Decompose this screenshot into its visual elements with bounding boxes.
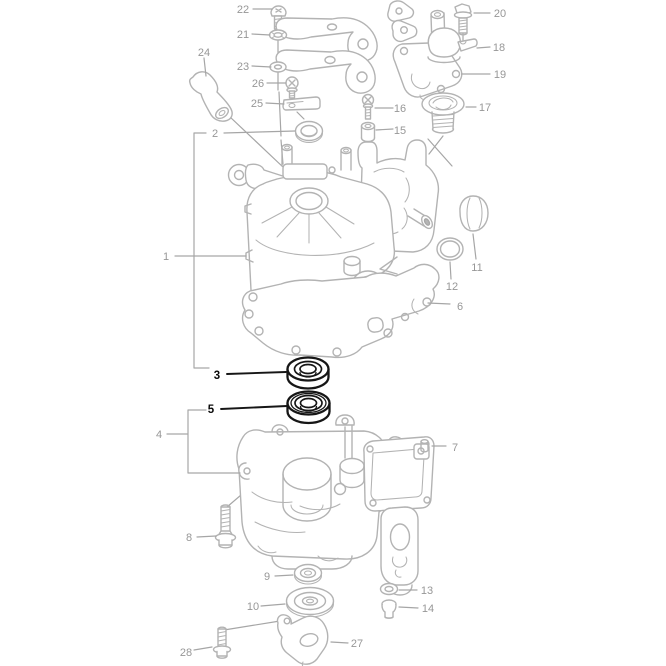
part-7-dowel-pin <box>420 439 429 453</box>
part-24-boot <box>188 71 233 122</box>
part-9-oil-seal <box>293 563 323 585</box>
part-28-bolt <box>212 626 232 659</box>
callout-12: 12 <box>446 281 458 293</box>
callout-11: 11 <box>471 262 482 274</box>
callout-16: 16 <box>394 103 406 115</box>
part-6-gasket <box>241 263 440 359</box>
callout-1: 1 <box>163 251 169 263</box>
callout-21: 21 <box>237 29 249 41</box>
highlighted-leader-lines <box>220 371 288 410</box>
part-17-thermostat <box>421 92 465 134</box>
part-3-ball-bearing <box>286 356 330 390</box>
callout-leader-lines <box>166 8 491 651</box>
callout-7: 7 <box>452 442 458 454</box>
part-lower-lever-arm <box>275 49 376 94</box>
part-2-oil-seal <box>294 120 324 144</box>
callout-3: 3 <box>214 370 220 382</box>
part-26-screw <box>285 76 299 99</box>
part-27-bracket <box>276 614 329 666</box>
part-25-plate <box>282 96 321 111</box>
part-21-grommet <box>268 29 288 41</box>
callout-14: 14 <box>422 603 434 615</box>
assembly-alignment-lines <box>223 24 464 631</box>
callout-24: 24 <box>198 47 210 59</box>
callout-25: 25 <box>251 98 263 110</box>
callout-28: 28 <box>180 647 192 659</box>
callout-4: 4 <box>156 429 162 441</box>
callout-8: 8 <box>186 532 192 544</box>
callout-17: 17 <box>479 102 491 114</box>
part-11-cap <box>459 195 489 232</box>
part-12-o-ring <box>436 237 464 261</box>
callout-labels: 1 2 3 4 5 6 7 8 9 10 11 12 13 14 15 16 1… <box>156 4 506 659</box>
part-15-collar <box>360 121 376 143</box>
part-5-ball-bearing <box>286 390 331 425</box>
callout-5: 5 <box>208 404 215 416</box>
part-4-crankcase <box>236 414 435 596</box>
part-23-grommet <box>269 61 287 73</box>
callout-13: 13 <box>421 585 433 597</box>
part-10-washer-plate <box>285 586 335 618</box>
callout-27: 27 <box>351 638 363 650</box>
part-18-housing <box>387 0 478 101</box>
callout-18: 18 <box>493 42 505 54</box>
part-16-screw <box>361 93 375 120</box>
callout-2: 2 <box>212 128 218 140</box>
part-20-flange-bolt <box>453 3 473 36</box>
callout-26: 26 <box>252 78 264 90</box>
callout-22: 22 <box>237 4 249 16</box>
callout-15: 15 <box>394 125 406 137</box>
callout-19: 19 <box>494 69 506 81</box>
part-8-bolt <box>214 504 237 549</box>
callout-6: 6 <box>457 301 463 313</box>
callout-9: 9 <box>264 571 270 583</box>
callout-23: 23 <box>237 61 249 73</box>
callout-20: 20 <box>494 8 506 20</box>
part-14-plug <box>381 599 397 619</box>
callout-10: 10 <box>247 601 259 613</box>
part-13-washer <box>379 582 399 596</box>
